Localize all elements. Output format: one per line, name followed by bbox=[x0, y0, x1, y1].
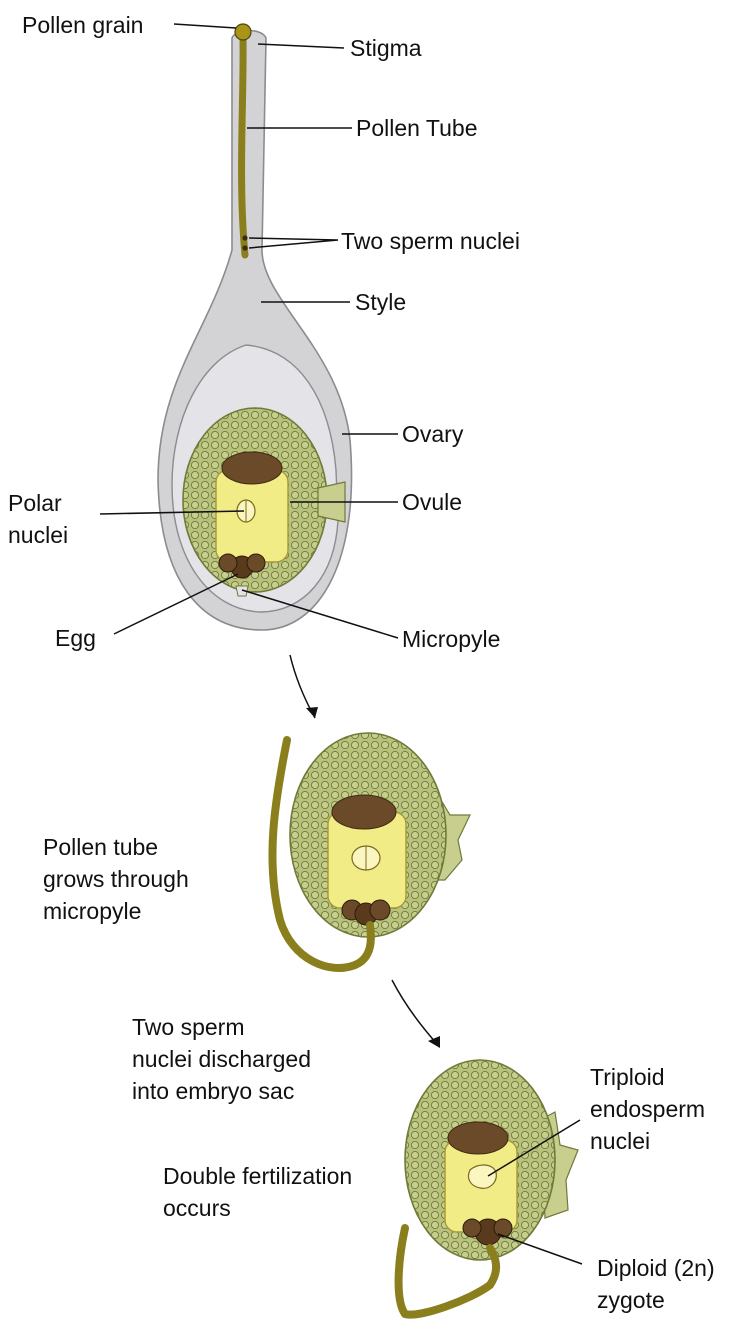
label-triploid-line2: endosperm bbox=[590, 1096, 705, 1123]
pollen-grain bbox=[235, 24, 251, 40]
label-double-fertilization-line2: occurs bbox=[163, 1195, 231, 1222]
label-triploid-line3: nuclei bbox=[590, 1128, 650, 1155]
zygote-left-cell bbox=[463, 1219, 481, 1237]
zygote-right-cell bbox=[494, 1219, 512, 1237]
label-polar-nuclei-line1: Polar bbox=[8, 490, 62, 517]
synergid-right bbox=[247, 554, 265, 572]
label-diploid-line1: Diploid (2n) bbox=[597, 1255, 715, 1282]
label-ovule: Ovule bbox=[402, 489, 462, 516]
label-micropyle: Micropyle bbox=[402, 626, 500, 653]
label-egg: Egg bbox=[55, 625, 96, 652]
pistil bbox=[158, 24, 352, 630]
arrow-2-head bbox=[428, 1036, 440, 1048]
label-pollen-tube-grows-line2: grows through bbox=[43, 866, 189, 893]
synergid-right bbox=[370, 900, 390, 920]
label-double-fertilization-line1: Double fertilization bbox=[163, 1163, 352, 1190]
label-sperm-discharged-line1: Two sperm bbox=[132, 1014, 244, 1041]
label-pollen-tube-grows-line1: Pollen tube bbox=[43, 834, 158, 861]
arrow-1-head bbox=[306, 707, 318, 718]
pollen-tube bbox=[242, 38, 245, 255]
sperm-nucleus bbox=[242, 245, 247, 250]
ovule-stage-3 bbox=[392, 980, 578, 1315]
label-sperm-discharged-line2: nuclei discharged bbox=[132, 1046, 311, 1073]
label-style: Style bbox=[355, 289, 406, 316]
label-two-sperm-nuclei: Two sperm nuclei bbox=[341, 228, 520, 255]
endosperm-nucleus bbox=[468, 1165, 496, 1188]
embryo-sac-top-cells bbox=[332, 795, 396, 829]
label-pollen-tube-grows-line3: micropyle bbox=[43, 898, 141, 925]
leader-pollen-grain bbox=[174, 24, 236, 28]
arrow-2 bbox=[392, 980, 438, 1045]
ovule-stage-2 bbox=[258, 655, 470, 968]
label-polar-nuclei-line2: nuclei bbox=[8, 522, 68, 549]
embryo-sac-top-cells bbox=[222, 452, 282, 484]
label-triploid-line1: Triploid bbox=[590, 1064, 665, 1091]
sperm-nucleus bbox=[242, 235, 247, 240]
label-pollen-grain: Pollen grain bbox=[22, 12, 143, 39]
embryo-sac-top-cells bbox=[448, 1122, 508, 1154]
label-diploid-line2: zygote bbox=[597, 1287, 665, 1314]
label-stigma: Stigma bbox=[350, 35, 422, 62]
synergid-left bbox=[219, 554, 237, 572]
label-sperm-discharged-line3: into embryo sac bbox=[132, 1078, 294, 1105]
label-pollen-tube: Pollen Tube bbox=[356, 115, 477, 142]
label-ovary: Ovary bbox=[402, 421, 463, 448]
leader-stigma bbox=[258, 44, 344, 48]
